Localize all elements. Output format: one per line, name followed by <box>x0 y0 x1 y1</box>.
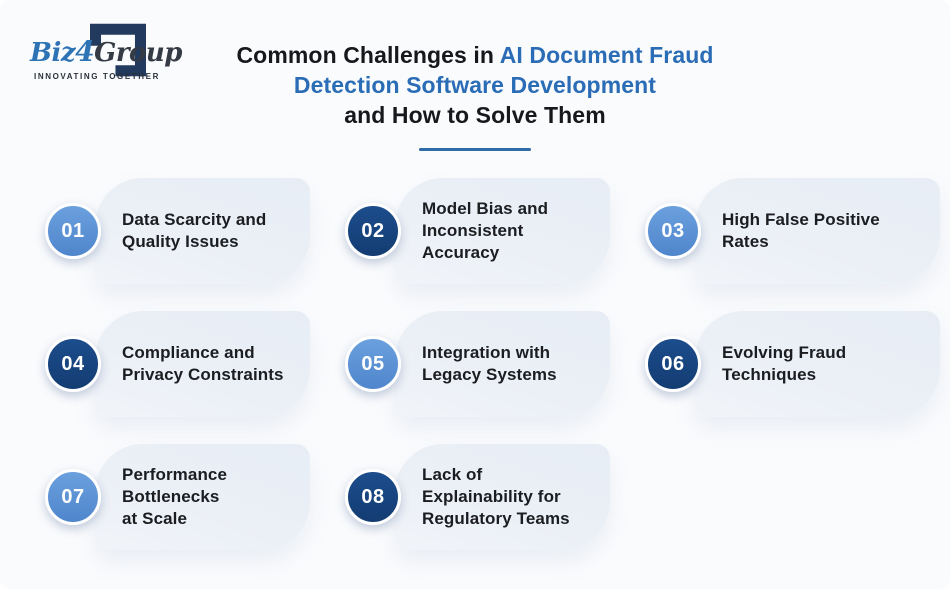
logo-word-4: 4 <box>75 35 95 68</box>
title-text-dark-1: Common Challenges in <box>236 42 500 68</box>
challenge-number-badge: 08 <box>345 469 401 525</box>
challenge-label: Performance Bottlenecks at Scale <box>122 465 228 528</box>
title-text-blue-1: AI Document Fraud <box>499 42 714 68</box>
challenge-card: Model Bias and Inconsistent Accuracy <box>395 178 610 284</box>
challenges-grid: 01 Data Scarcity and Quality Issues 02 M… <box>45 178 940 550</box>
challenge-number-badge: 03 <box>645 203 701 259</box>
logo-bracket-icon <box>90 23 146 77</box>
challenge-item-03: 03 High False Positive Rates <box>645 178 940 284</box>
header: Common Challenges in AI Document Fraud D… <box>0 40 950 151</box>
challenge-label: Data Scarcity and Quality Issues <box>122 210 267 251</box>
challenge-card: Compliance and Privacy Constraints <box>95 311 310 417</box>
challenge-card: Evolving Fraud Techniques <box>695 311 940 417</box>
title-text-blue-2: Detection Software Development <box>293 72 657 98</box>
challenge-label: Lack of Explainability for Regulatory Te… <box>422 465 570 528</box>
challenge-card: Data Scarcity and Quality Issues <box>95 178 310 284</box>
challenge-item-02: 02 Model Bias and Inconsistent Accuracy <box>345 178 610 284</box>
page-title-line-3: and How to Solve Them <box>0 100 950 130</box>
title-underline <box>419 148 531 151</box>
challenge-number-badge: 06 <box>645 336 701 392</box>
logo-wordmark: Biz4Group <box>30 35 182 68</box>
page-title-line-1: Common Challenges in AI Document Fraud <box>0 40 950 70</box>
challenge-label: Evolving Fraud Techniques <box>722 343 847 384</box>
challenge-label: High False Positive Rates <box>722 210 880 251</box>
challenge-label: Model Bias and Inconsistent Accuracy <box>422 199 549 262</box>
logo-word-group: Group <box>94 38 182 68</box>
challenge-number-badge: 07 <box>45 469 101 525</box>
page-title-line-2: Detection Software Development <box>0 70 950 100</box>
logo-word-biz: Biz <box>30 38 76 68</box>
challenge-number-badge: 01 <box>45 203 101 259</box>
challenge-item-07: 07 Performance Bottlenecks at Scale <box>45 444 310 550</box>
challenge-number-badge: 05 <box>345 336 401 392</box>
challenge-number-badge: 02 <box>345 203 401 259</box>
challenge-label: Compliance and Privacy Constraints <box>122 343 284 384</box>
logo-tagline: INNOVATING TOGETHER <box>34 72 160 81</box>
challenge-item-04: 04 Compliance and Privacy Constraints <box>45 311 310 417</box>
challenge-card: Lack of Explainability for Regulatory Te… <box>395 444 610 550</box>
challenge-number-badge: 04 <box>45 336 101 392</box>
challenge-label: Integration with Legacy Systems <box>422 343 557 384</box>
challenge-card: Integration with Legacy Systems <box>395 311 610 417</box>
challenge-card: Performance Bottlenecks at Scale <box>95 444 310 550</box>
challenge-item-06: 06 Evolving Fraud Techniques <box>645 311 940 417</box>
challenge-item-08: 08 Lack of Explainability for Regulatory… <box>345 444 610 550</box>
challenge-card: High False Positive Rates <box>695 178 940 284</box>
title-text-dark-2: and How to Solve Them <box>344 102 606 128</box>
challenge-item-05: 05 Integration with Legacy Systems <box>345 311 610 417</box>
biz4group-logo: Biz4Group INNOVATING TOGETHER <box>28 16 188 92</box>
challenge-item-01: 01 Data Scarcity and Quality Issues <box>45 178 310 284</box>
